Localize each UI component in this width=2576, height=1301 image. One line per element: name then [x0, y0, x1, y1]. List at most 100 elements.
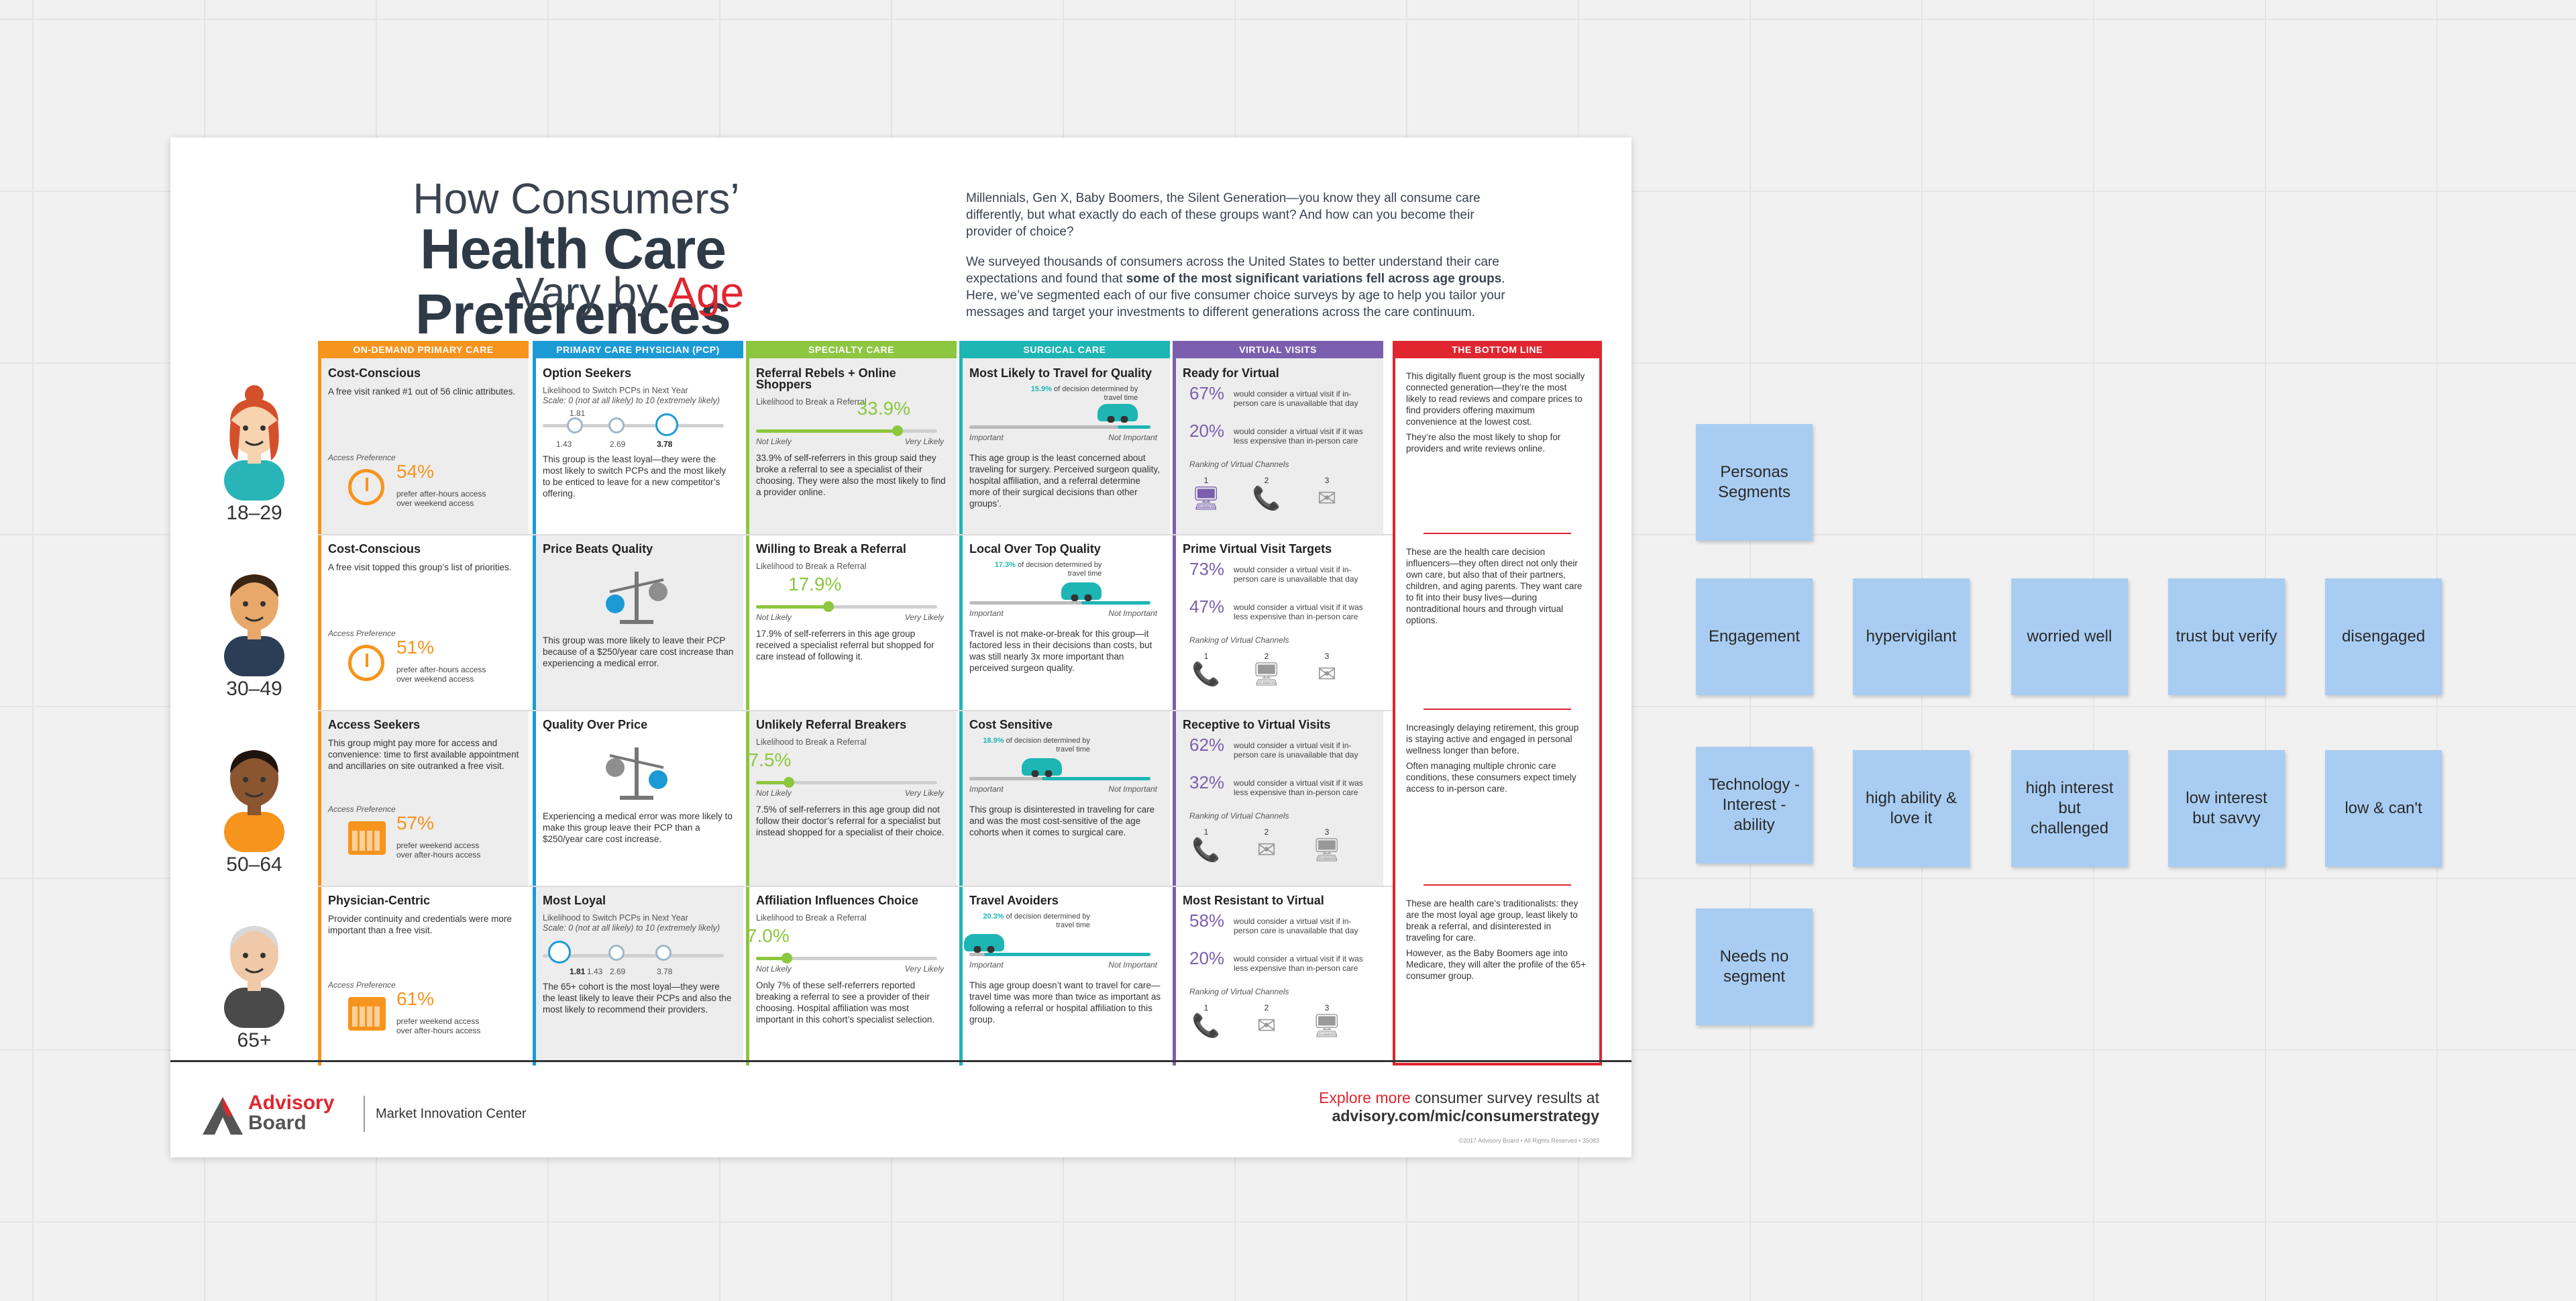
referral-likelihood-fill [756, 429, 898, 433]
scale-left-label: Important [969, 609, 1004, 618]
car-icon [963, 934, 1004, 953]
scale-left-label: Not Likely [756, 613, 792, 622]
rank-number: 1 [1203, 476, 1209, 485]
virtual-percent-cheaper: 20% [1189, 421, 1225, 441]
access-percent-caption: prefer weekend access over after-hours a… [396, 841, 481, 860]
cell-text: A free visit ranked #1 out of 56 clinic … [328, 386, 516, 397]
ondemand-cell: Cost-Conscious A free visit ranked #1 ou… [321, 358, 527, 534]
sticky-note[interactable]: high interest but challenged [2011, 750, 2128, 867]
sticky-note[interactable]: Engagement [1696, 578, 1813, 695]
travel-time-caption: of decision determined by travel time [1018, 561, 1102, 578]
cell-title: Willing to Break a Referral [756, 542, 906, 556]
age-label: 30–49 [226, 678, 282, 700]
sticky-note[interactable]: worried well [2011, 578, 2128, 695]
rank-number: 1 [1203, 827, 1209, 837]
referral-likelihood-bar [756, 957, 937, 960]
cell-text: This group is the least loyal—they were … [543, 454, 727, 499]
referral-likelihood-marker [823, 601, 834, 612]
cell-shade [963, 358, 1170, 534]
cell-text: The 65+ cohort is the most loyal—they we… [543, 982, 732, 1014]
sticky-note[interactable]: low interest but savvy [2168, 750, 2285, 867]
column-rule [318, 341, 321, 1065]
ondemand-cell: Access Seekers This group might pay more… [321, 710, 527, 886]
sticky-note[interactable]: low & can't [2325, 750, 2442, 867]
referral-likelihood-bar [756, 781, 937, 784]
scale-left-label: Not Likely [756, 788, 792, 798]
cell-title: Price Beats Quality [543, 542, 653, 556]
chart-subtitle: Likelihood to Switch PCPs in Next Year [543, 386, 688, 395]
persona-avatar-icon [224, 750, 284, 852]
surgical-cell: Cost Sensitive 18.9% of decision determi… [963, 710, 1168, 886]
intro-paragraph-1: Millennials, Gen X, Baby Boomers, the Si… [966, 191, 1481, 239]
rank-number: 2 [1264, 652, 1269, 661]
scale-right-label: Very Likely [904, 437, 944, 446]
virtual-channel-ranking: 1 📞2 ✉3 🖥 [1189, 1002, 1371, 1043]
cell-text: Provider continuity and credentials were… [328, 914, 512, 935]
virtual-caption-cheaper: would consider a virtual visit if it was… [1234, 778, 1363, 797]
score-label: 3.78 [657, 439, 673, 449]
referral-likelihood-fill [756, 781, 789, 784]
bottom-line-cell: These are health care’s traditionalists:… [1399, 898, 1594, 986]
access-percent-caption: prefer weekend access over after-hours a… [396, 1017, 481, 1035]
chart-scale: Scale: 0 (not at all likely) to 10 (extr… [543, 396, 720, 405]
sticky-note[interactable]: trust but verify [2168, 578, 2285, 695]
age-label: 50–64 [226, 853, 282, 876]
calendar-icon [348, 821, 386, 855]
virtual-cell: Most Resistant to Virtual 58% would cons… [1176, 886, 1381, 1061]
specialty-cell: Willing to Break a Referral Likelihood t… [749, 534, 955, 710]
sticky-note[interactable]: disengaged [2325, 578, 2442, 695]
cell-title: Most Loyal [543, 894, 606, 907]
chart-subtitle: Likelihood to Break a Referral [756, 397, 867, 407]
cell-title: Local Over Top Quality [969, 542, 1101, 556]
virtual-caption-unavailable: would consider a virtual visit if in-per… [1234, 389, 1358, 408]
bottom-line-divider [1424, 533, 1571, 534]
cell-title: Receptive to Virtual Visits [1183, 718, 1331, 731]
car-icon [1097, 404, 1138, 423]
intro-text: Millennials, Gen X, Baby Boomers, the Si… [966, 190, 1516, 334]
scale-right-label: Not Important [1108, 960, 1157, 970]
footer-cta: Explore more consumer survey results at … [1319, 1089, 1599, 1125]
column-rule [959, 341, 963, 1065]
cell-text: 33.9% of self-referrers in this group sa… [756, 453, 946, 497]
cell-text: This age group doesn’t want to travel fo… [969, 980, 1161, 1025]
column-header-1: PRIMARY CARE PHYSICIAN (PCP) LOYALTY [533, 341, 743, 372]
virtual-channel-ranking: 1 🖥2 📞3 ✉ [1189, 475, 1371, 515]
travel-time-percent: 18.9% [983, 737, 1004, 745]
sticky-note[interactable]: Needs no segment [1696, 908, 1813, 1025]
access-preference-label: Access Preference [328, 804, 396, 814]
cell-text: 7.5% of self-referrers in this age group… [756, 804, 945, 837]
intro-p2-b: some of the most significant variations … [1126, 272, 1502, 286]
score-label: 3.78 [657, 967, 673, 976]
score-label: 1.81 [570, 967, 586, 976]
referral-break-percent: 7.5% [748, 749, 792, 770]
bottom-line-text: This digitally fluent group is the most … [1406, 371, 1585, 427]
bottom-line-text-2: Often managing multiple chronic care con… [1406, 761, 1576, 794]
phone-icon: 📞 [1252, 486, 1281, 511]
travel-time-percent: 15.9% [1030, 385, 1052, 393]
virtual-caption-cheaper: would consider a virtual visit if it was… [1234, 603, 1363, 621]
travel-time-percent: 17.3% [994, 561, 1016, 569]
travel-time-caption: of decision determined by travel time [1006, 913, 1090, 929]
infographic-poster[interactable]: How Consumers’ Health Care Preferences V… [170, 138, 1631, 1157]
sticky-note[interactable]: Technology -Interest -ability [1696, 747, 1813, 864]
sticky-note[interactable]: high ability & love it [1853, 750, 1970, 867]
score-label: 2.69 [610, 967, 626, 976]
cell-text: 17.9% of self-referrers in this age grou… [756, 629, 934, 662]
column-header-0: ON-DEMAND PRIMARY CARE [318, 341, 529, 358]
scale-right-label: Very Likely [904, 613, 944, 622]
sticky-note[interactable]: Personas Segments [1696, 424, 1813, 541]
email-icon: ✉ [1317, 486, 1337, 511]
specialty-cell: Affiliation Influences Choice Likelihood… [747, 886, 955, 1061]
cta-url-link[interactable]: advisory.com/mic/consumerstrategy [1332, 1107, 1599, 1125]
referral-likelihood-bar [756, 605, 937, 609]
cell-text: This age group is the least concerned ab… [969, 453, 1160, 509]
bottom-line-divider [1424, 709, 1571, 710]
scale-left-label: Important [969, 433, 1004, 442]
sticky-note[interactable]: hypervigilant [1853, 578, 1970, 695]
video-icon: 🖥 [1191, 486, 1221, 511]
referral-break-percent: 17.9% [788, 574, 842, 594]
virtual-caption-cheaper: would consider a virtual visit if it was… [1234, 427, 1363, 446]
rank-number: 3 [1324, 476, 1330, 485]
title-vary: Vary by [515, 268, 668, 317]
cell-title: Most Resistant to Virtual [1183, 894, 1324, 907]
